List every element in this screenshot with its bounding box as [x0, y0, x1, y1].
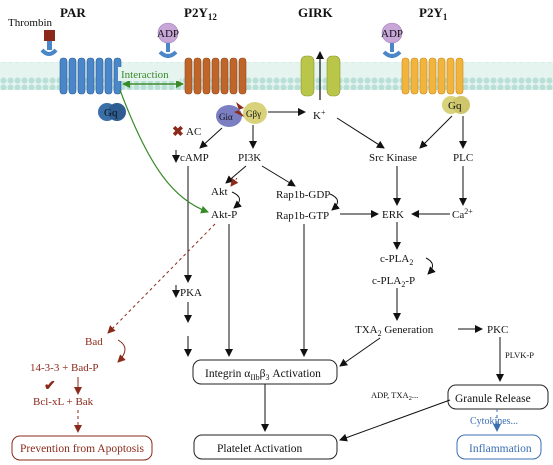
thrombin-label: Thrombin [8, 17, 52, 29]
apoptosis-arrows [74, 177, 239, 433]
p2y1-receptor-icon [401, 57, 464, 95]
plc-node: PLC [453, 152, 473, 164]
svg-text:Inflammation: Inflammation [469, 443, 532, 455]
check-icon: ✔ [44, 379, 56, 394]
gbg-icon: Gβγ [243, 102, 267, 124]
platelet-activation-box: Platelet Activation [193, 434, 338, 460]
pi3k-node: PI3K [238, 152, 261, 164]
pkc-node: PKC [487, 324, 508, 336]
interaction-to-akt-arrow [119, 89, 209, 214]
ac-label: AC [186, 126, 201, 138]
src-kinase-node: Src Kinase [369, 152, 417, 164]
pka-node: PKA [180, 287, 202, 299]
adp-right-icon [381, 22, 403, 58]
svg-text:Gq: Gq [104, 107, 118, 119]
gq-right-icon: Gq [442, 96, 470, 114]
plvk-p-label: PLVK-P [505, 350, 534, 360]
svg-text:Gβγ: Gβγ [246, 109, 261, 119]
cytokines-label: Cytokines... [470, 416, 518, 427]
akt-p-node: Akt-P [211, 209, 237, 221]
cpla2-p-node: c-PLA2-P [372, 275, 415, 289]
girk-header: GIRK [298, 5, 334, 20]
p2y12-receptor-icon [184, 57, 247, 95]
par-receptor-icon [59, 57, 122, 95]
svg-text:Platelet Activation: Platelet Activation [217, 443, 303, 455]
p2y12-header: P2Y12 [184, 5, 217, 22]
integrin-activation-box: Integrin αIIbβ3 Activation [192, 359, 338, 385]
k-plus: K+ [313, 108, 326, 122]
ca-node: Ca2+ [452, 207, 473, 221]
granule-release-box: Granule Release [447, 384, 549, 410]
akt-node: Akt [211, 186, 228, 198]
pathway-arrows [172, 108, 504, 442]
erk-node: ERK [382, 209, 404, 221]
svg-text:Integrin αIIbβ3 Activation: Integrin αIIbβ3 Activation [205, 368, 321, 382]
bcl-node: Bcl-xL + Bak [33, 396, 94, 408]
gi-alpha-icon: Giα [216, 102, 246, 127]
gq-left-icon: Gq [98, 103, 126, 121]
apoptosis-box: Prevention from Apoptosis [11, 435, 153, 461]
interaction-label: Interaction [121, 69, 169, 81]
ac-inhibit-icon: ✖ [172, 125, 184, 140]
svg-text:Prevention from Apoptosis: Prevention from Apoptosis [20, 443, 144, 455]
camp-node: cAMP [180, 152, 209, 164]
bad-node: Bad [85, 336, 103, 348]
svg-text:Granule Release: Granule Release [455, 393, 531, 405]
cpla2-node: c-PLA2 [380, 253, 413, 267]
inflammation-box: Inflammation [456, 434, 542, 460]
adp-txa2-label: ADP, TXA2... [371, 390, 418, 402]
p2y1-header: P2Y1 [419, 5, 448, 22]
par-header: PAR [60, 5, 86, 20]
adp-left-icon [157, 22, 179, 58]
svg-text:Giα: Giα [219, 112, 233, 122]
girk-channel-icon [300, 55, 341, 97]
txa2-generation-node: TXA2 Generation [355, 324, 434, 338]
adp-left-label: ADP [157, 28, 179, 40]
rap1b-gdp-node: Rap1b-GDP [276, 189, 330, 201]
thrombin-icon [40, 30, 58, 56]
rap1b-gtp-node: Rap1b-GTP [276, 210, 329, 222]
svg-text:Gq: Gq [448, 100, 462, 112]
adp-right-label: ADP [381, 28, 403, 40]
bad-p-node: 14-3-3 + Bad-P [30, 362, 99, 374]
